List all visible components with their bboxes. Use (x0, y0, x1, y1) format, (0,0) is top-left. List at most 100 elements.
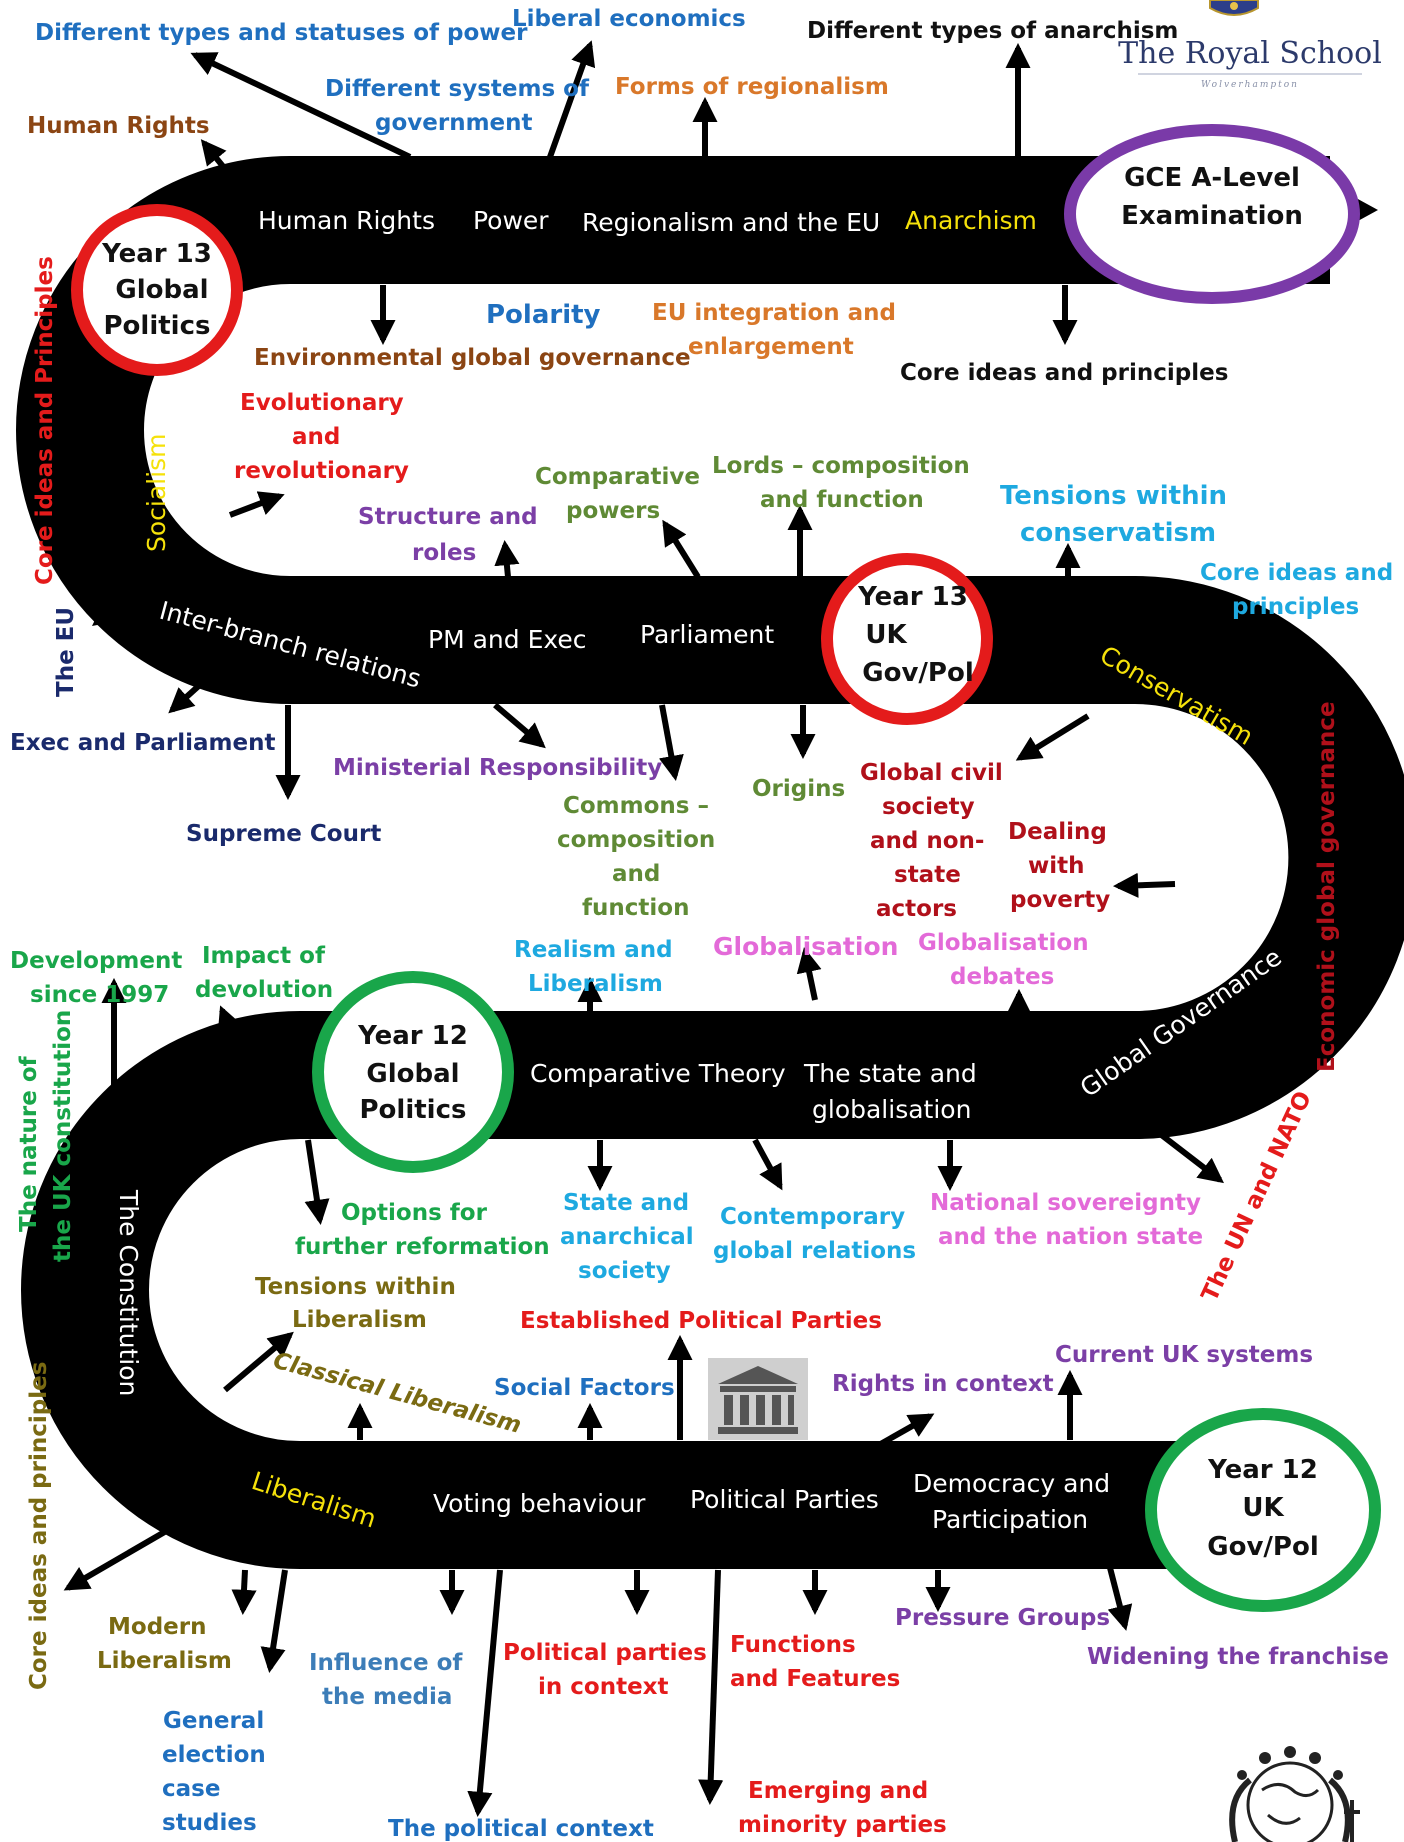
connector-arrows (61, 40, 1344, 1818)
road-socialism: Socialism (142, 434, 171, 552)
road-human-rights: Human Rights (258, 206, 435, 235)
label-emerging-2: minority parties (738, 1812, 947, 1838)
label-env-gov: Environmental global governance (254, 345, 691, 371)
label-realism-2: Liberalism (528, 971, 663, 997)
road-pm-exec: PM and Exec (428, 625, 587, 654)
topic-labels: Different types and statuses of power Li… (10, 6, 1393, 1842)
label-commons-4: function (582, 895, 689, 921)
logo-title: The Royal School (1118, 36, 1382, 71)
label-options-reform-2: further reformation (295, 1234, 550, 1260)
label-parties-context-2: in context (538, 1674, 669, 1700)
label-systems-gov-1: Different systems of (325, 76, 590, 102)
badge-y12u-line3: Gov/Pol (1207, 1532, 1318, 1562)
label-classical-lib: Classical Liberalism (270, 1348, 524, 1439)
label-tensions-lib-2: Liberalism (292, 1307, 427, 1333)
label-eu-integration-1: EU integration and (652, 300, 896, 326)
label-functions-2: and Features (730, 1666, 900, 1692)
label-structure-roles-1: Structure and (358, 504, 538, 530)
road-state-glob-1: The state and (803, 1059, 977, 1088)
label-nat-sovereignty-1: National sovereignty (930, 1190, 1201, 1216)
label-polarity: Polarity (486, 300, 601, 330)
label-state-anarchical-3: society (578, 1258, 671, 1284)
label-core-ideas-lib: Core ideas and principles (26, 1362, 52, 1690)
label-comparative-powers-1: Comparative (535, 464, 700, 490)
label-functions-1: Functions (730, 1632, 856, 1658)
logo-subtitle: Wolverhampton (1201, 80, 1299, 90)
label-exec-parliament: Exec and Parliament (10, 730, 275, 756)
label-commons-2: composition (557, 827, 715, 853)
label-social-factors: Social Factors (494, 1375, 675, 1401)
road-voting: Voting behaviour (433, 1489, 646, 1518)
label-lords-1: Lords – composition (712, 453, 970, 479)
badge-year13-ukgov: Year 13 UK Gov/Pol (821, 553, 993, 725)
label-influence-media-1: Influence of (309, 1650, 463, 1676)
label-supreme-court: Supreme Court (186, 821, 381, 847)
label-civil-society-5: actors (876, 896, 957, 922)
label-core-ideas-top: Core ideas and principles (900, 360, 1228, 386)
road-path (16, 156, 1404, 1569)
badge-y13g-line3: Politics (104, 311, 211, 341)
parliament-building-icon (708, 1358, 808, 1440)
label-commons-1: Commons – (563, 793, 709, 819)
label-tensions-cons-2: conservatism (1020, 518, 1216, 548)
road-anarchism: Anarchism (905, 206, 1037, 235)
label-general-election-2: election (162, 1742, 266, 1768)
label-human-rights-top: Human Rights (27, 113, 210, 139)
label-development-1: Development (10, 948, 182, 974)
label-civil-society-4: state (894, 862, 961, 888)
badge-exam: GCE A-Level Examination (1064, 124, 1360, 304)
label-development-2: since 1997 (30, 982, 169, 1008)
label-types-power: Different types and statuses of power (35, 20, 528, 46)
road-comparative-theory: Comparative Theory (530, 1059, 786, 1088)
badge-year13-global: Year 13 Global Politics (71, 204, 243, 376)
royal-school-logo: The Royal School Wolverhampton (1118, 0, 1382, 90)
label-modern-lib-1: Modern (108, 1614, 206, 1640)
road-state-glob-2: globalisation (812, 1095, 971, 1124)
label-systems-gov-2: government (375, 110, 533, 136)
badge-year12-global: Year 12 Global Politics (312, 971, 514, 1173)
badge-y12g-line1: Year 12 (357, 1021, 468, 1051)
badge-y12g-line2: Global (366, 1059, 459, 1089)
label-poverty-1: Dealing (1008, 819, 1107, 845)
road-democracy-1: Democracy and (913, 1469, 1110, 1498)
badge-y13u-line3: Gov/Pol (862, 658, 973, 688)
world-religions-icon (1229, 1746, 1360, 1842)
label-eu-integration-2: enlargement (688, 334, 854, 360)
label-general-election-1: General (163, 1708, 264, 1734)
label-evolutionary-1: Evolutionary (240, 390, 404, 416)
label-contemporary-1: Contemporary (720, 1204, 905, 1230)
badge-y12u-line1: Year 12 (1207, 1455, 1318, 1485)
label-tensions-lib-1: Tensions within (255, 1274, 456, 1300)
label-widening: Widening the franchise (1087, 1644, 1389, 1670)
label-modern-lib-2: Liberalism (97, 1648, 232, 1674)
label-rights-context: Rights in context (832, 1371, 1054, 1397)
badge-y13g-line2: Global (115, 275, 208, 305)
label-general-election-4: studies (162, 1810, 257, 1836)
road-regionalism: Regionalism and the EU (582, 208, 880, 237)
label-nature-constitution-2: the UK constitution (50, 1010, 76, 1262)
label-types-anarchism: Different types of anarchism (807, 18, 1178, 44)
badge-y12u-line2: UK (1242, 1493, 1284, 1523)
badge-exam-line1: GCE A-Level (1124, 163, 1300, 193)
label-state-anarchical-1: State and (563, 1190, 689, 1216)
label-core-ideas-cons-2: principles (1232, 594, 1359, 620)
label-origins: Origins (752, 776, 845, 802)
label-glob-debates-1: Globalisation (918, 930, 1089, 956)
label-evolutionary-2: and (292, 424, 340, 450)
badge-y13u-line2: UK (865, 620, 907, 650)
label-liberal-econ: Liberal economics (512, 6, 746, 32)
label-emerging-1: Emerging and (748, 1778, 928, 1804)
label-pressure-groups: Pressure Groups (895, 1605, 1110, 1631)
label-glob-debates-2: debates (950, 964, 1054, 990)
label-state-anarchical-2: anarchical (560, 1224, 694, 1250)
label-commons-3: and (612, 861, 660, 887)
label-evolutionary-3: revolutionary (234, 458, 409, 484)
label-tensions-cons-1: Tensions within (1000, 481, 1227, 511)
label-parties-context-1: Political parties (503, 1640, 707, 1666)
label-poverty-2: with (1028, 853, 1085, 879)
label-options-reform-1: Options for (341, 1200, 488, 1226)
label-political-context: The political context (388, 1816, 654, 1842)
road-democracy-2: Participation (932, 1505, 1088, 1534)
label-nat-sovereignty-2: and the nation state (938, 1224, 1203, 1250)
